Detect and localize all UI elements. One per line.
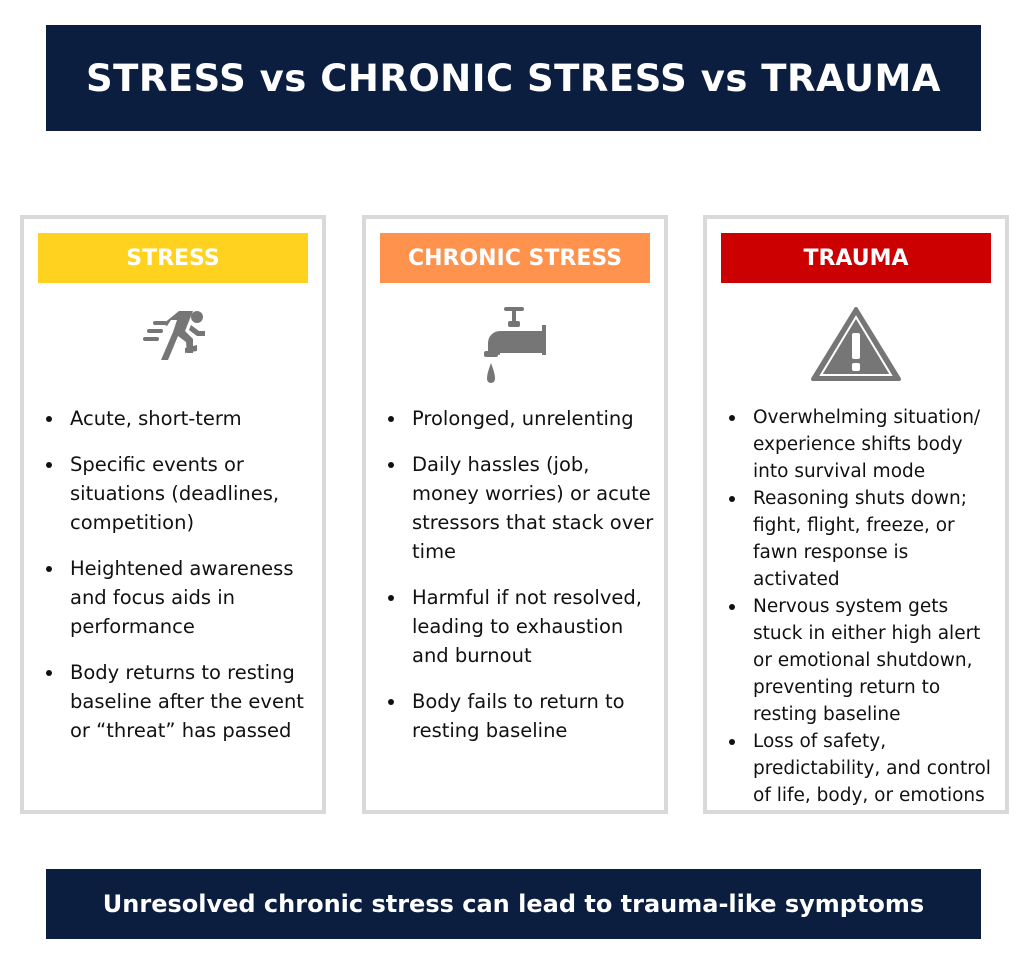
bullet: Prolonged, unrelenting xyxy=(386,404,656,433)
bullet: Reasoning shuts down; fight, flight, fre… xyxy=(727,485,997,593)
stress-card: STRESS Acute, short-term Specific events… xyxy=(20,215,326,814)
dripping-faucet-icon xyxy=(366,307,664,387)
bullet: Heightened awareness and focus aids in p… xyxy=(44,554,314,641)
bullet: Harmful if not resolved, leading to exha… xyxy=(386,583,656,670)
bullet: Body fails to return to resting baseline xyxy=(386,687,656,745)
chronic-stress-header: CHRONIC STRESS xyxy=(380,233,650,283)
footer-banner: Unresolved chronic stress can lead to tr… xyxy=(46,869,981,939)
chronic-stress-card: CHRONIC STRESS Prolonged, unrelenting Da… xyxy=(362,215,668,814)
bullet: Specific events or situations (deadlines… xyxy=(44,450,314,537)
stress-header: STRESS xyxy=(38,233,308,283)
warning-triangle-icon xyxy=(707,307,1005,387)
trauma-header: TRAUMA xyxy=(721,233,991,283)
running-person-icon xyxy=(24,307,322,387)
page-title: STRESS vs CHRONIC STRESS vs TRAUMA xyxy=(46,25,981,131)
bullet: Daily hassles (job, money worries) or ac… xyxy=(386,450,656,566)
bullet: Body returns to resting baseline after t… xyxy=(44,658,314,745)
bullet: Overwhelming situation/ experience shift… xyxy=(727,404,997,485)
bullet: Nervous system gets stuck in either high… xyxy=(727,593,997,728)
trauma-card: TRAUMA Overwhelming situation/ experienc… xyxy=(703,215,1009,814)
bullet: Loss of safety, predictability, and cont… xyxy=(727,728,997,809)
bullet: Acute, short-term xyxy=(44,404,314,433)
